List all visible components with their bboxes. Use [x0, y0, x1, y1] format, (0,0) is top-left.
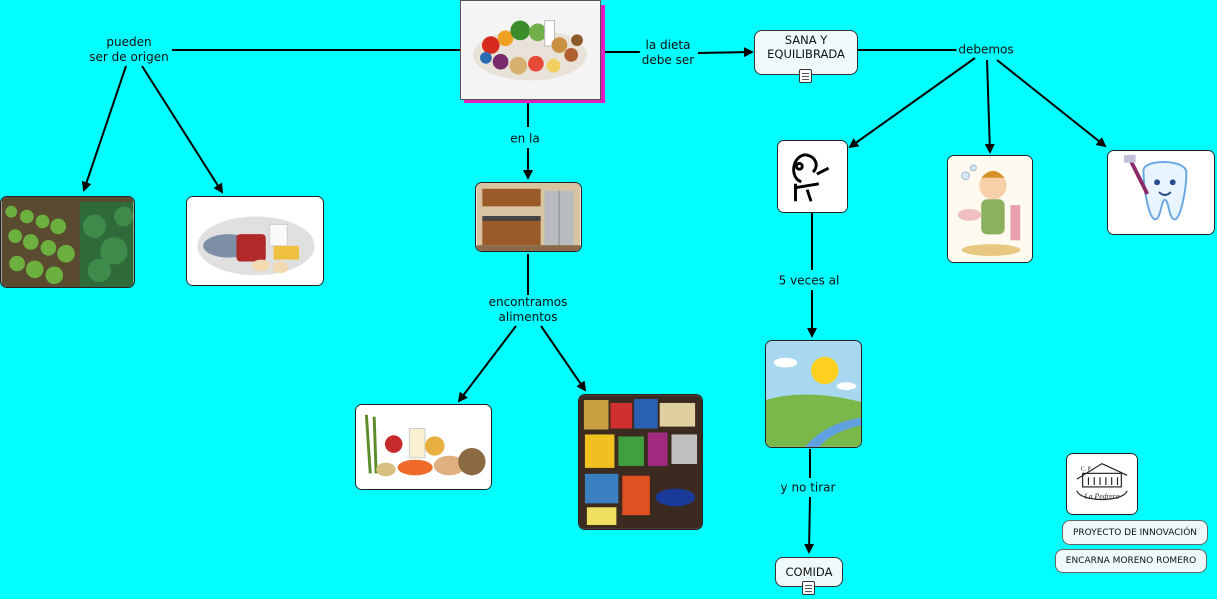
logo-name-text: La Pedrera: [1083, 492, 1119, 501]
sana-equilibrada-label: SANA Y EQUILIBRADA: [767, 32, 845, 61]
packaged-foods-picture: [579, 395, 702, 529]
arrow-to-vegetables: [81, 65, 127, 192]
school-building-logo: C. P. La Pedrera: [1067, 454, 1137, 514]
hand-washing-image[interactable]: [947, 155, 1033, 263]
arrow-to-washing: [984, 59, 995, 154]
arrow-to-sana: [697, 47, 754, 58]
assorted-foods-picture: [356, 405, 491, 489]
proyecto-innovacion-node[interactable]: PROYECTO DE INNOVACIÓN: [1062, 520, 1208, 545]
comida-label: COMIDA: [785, 565, 833, 579]
vegetables-garden-image[interactable]: [0, 196, 135, 288]
kitchen-picture: [476, 183, 581, 251]
kitchen-image[interactable]: [475, 182, 582, 252]
school-logo[interactable]: C. P. La Pedrera: [1066, 453, 1138, 515]
sun-landscape-image[interactable]: [765, 340, 862, 448]
comida-document-icon[interactable]: [802, 581, 815, 595]
link-label-encontramos: encontramos alimentos: [486, 295, 570, 325]
tooth-brushing-image[interactable]: [1107, 150, 1215, 235]
link-label-pueden: pueden ser de origen: [87, 35, 171, 65]
author-node[interactable]: ENCARNA MORENO ROMERO: [1055, 549, 1207, 573]
arrow-to-comida: [804, 496, 815, 554]
protein-foods-image[interactable]: [186, 196, 324, 286]
arrow-to-groceries: [540, 325, 587, 392]
link-label-dieta: la dieta debe ser: [639, 38, 697, 68]
link-label-en-la: en la: [508, 131, 542, 147]
meat-fish-dairy-picture: [187, 197, 323, 285]
link-label-veces: 5 veces al: [776, 273, 842, 289]
link-label-debemos: debemos: [956, 42, 1016, 58]
center-food-image[interactable]: [460, 0, 601, 100]
arrow-to-protein: [141, 65, 224, 194]
arrow-to-foods: [457, 325, 517, 403]
author-label: ENCARNA MORENO ROMERO: [1065, 556, 1197, 566]
food-variety-picture: [461, 1, 600, 99]
link-label-no-tirar: y no tirar: [778, 480, 838, 496]
proyecto-innovacion-label: PROYECTO DE INNOVACIÓN: [1072, 527, 1198, 538]
arrow-to-eating: [848, 57, 976, 149]
child-washing-hands-picture: [948, 156, 1032, 262]
groceries-image[interactable]: [578, 394, 703, 530]
logo-top-text: C. P.: [1081, 466, 1092, 472]
eating-pictogram-image[interactable]: [777, 140, 848, 213]
person-eating-pictogram: [778, 141, 847, 212]
arrow-to-teeth: [996, 59, 1107, 148]
sana-document-icon[interactable]: [799, 69, 812, 83]
sunny-day-picture: [766, 341, 861, 447]
tooth-with-brush-picture: [1108, 151, 1214, 234]
sana-equilibrada-node[interactable]: SANA Y EQUILIBRADA: [754, 30, 858, 75]
healthy-foods-image[interactable]: [355, 404, 492, 490]
vegetable-field-picture: [1, 197, 134, 287]
